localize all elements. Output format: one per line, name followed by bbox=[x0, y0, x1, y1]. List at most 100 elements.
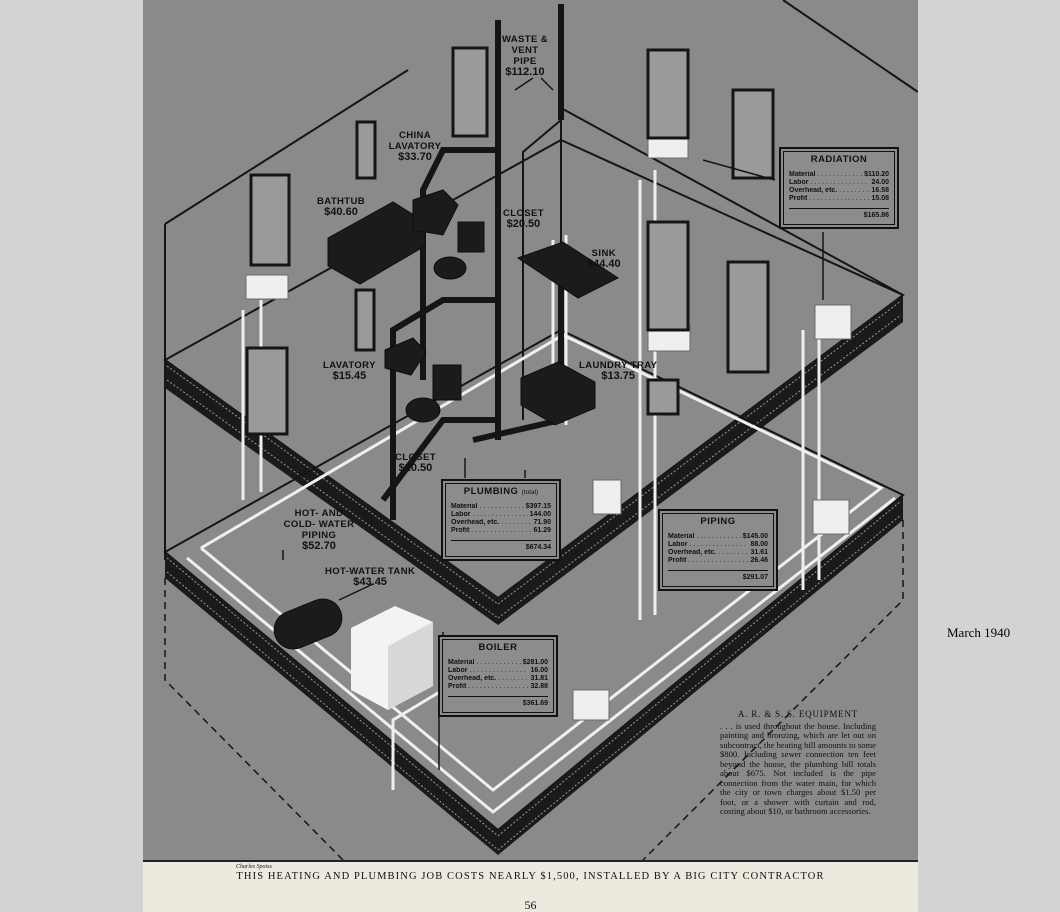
label-price: $20.50 bbox=[398, 462, 433, 474]
box-title: PLUMBING (total) bbox=[451, 486, 551, 497]
cost-item: Profit bbox=[448, 683, 528, 691]
label-closet-upper: CLOSET $20.50 bbox=[503, 208, 544, 230]
cost-value: $397.15 bbox=[525, 503, 551, 510]
hot-water-tank bbox=[273, 598, 343, 650]
label-sink: SINK $44.40 bbox=[587, 248, 621, 270]
label-price: $112.10 bbox=[505, 66, 545, 78]
label-price: $13.75 bbox=[601, 370, 635, 382]
cost-item: Material bbox=[448, 659, 521, 667]
cost-row: Material$145.00 bbox=[668, 533, 768, 541]
cost-value: $110.20 bbox=[864, 171, 889, 178]
box-title: PIPING bbox=[700, 516, 736, 527]
cost-value: 61.29 bbox=[533, 527, 551, 534]
box-total: $291.07 bbox=[668, 570, 768, 581]
cost-value: 26.46 bbox=[750, 557, 768, 564]
cost-value: 24.00 bbox=[871, 179, 889, 186]
cost-item: Overhead, etc. bbox=[789, 187, 869, 195]
china-lavatory bbox=[412, 189, 459, 236]
cost-value: 88.00 bbox=[750, 541, 768, 548]
box-title: BOILER bbox=[478, 642, 518, 653]
cost-value: 16.58 bbox=[871, 187, 889, 194]
laundry-tray bbox=[520, 361, 596, 426]
equipment-notes: A. R. & S. S. EQUIPMENT . . . is used th… bbox=[720, 709, 876, 817]
cost-value: 31.61 bbox=[750, 549, 768, 556]
cost-item: Profit bbox=[668, 557, 748, 565]
radiation-cost-box: RADIATION Material$110.20Labor24.00Overh… bbox=[779, 147, 899, 229]
closet-tank-upper bbox=[457, 221, 485, 253]
label-bathtub: BATHTUB $40.60 bbox=[317, 196, 365, 218]
cost-row: Labor88.00 bbox=[668, 541, 768, 549]
lavatory bbox=[384, 337, 427, 376]
cost-item: Labor bbox=[668, 541, 748, 549]
cost-row: Overhead, etc.31.61 bbox=[668, 549, 768, 557]
cost-item: Material bbox=[668, 533, 741, 541]
label-name: LAUNDRY TRAY bbox=[579, 360, 658, 371]
cost-value: 31.81 bbox=[530, 675, 548, 682]
piping-cost-box: PIPING Material$145.00Labor88.00Overhead… bbox=[658, 509, 778, 591]
cost-value: 32.88 bbox=[530, 683, 548, 690]
label-price: $43.45 bbox=[353, 576, 387, 588]
notes-body: . . . is used throughout the house. Incl… bbox=[720, 720, 876, 816]
closet-tank-lower bbox=[432, 364, 462, 401]
box-title-text: PLUMBING bbox=[463, 486, 519, 497]
cost-row: Material$397.15 bbox=[451, 503, 551, 511]
label-name: CLOSET bbox=[503, 208, 544, 219]
label-name: WASTE & VENT PIPE bbox=[501, 34, 549, 67]
label-water-piping: HOT- AND COLD- WATER PIPING $52.70 bbox=[281, 508, 357, 552]
plumbing-fixtures bbox=[273, 189, 620, 650]
cost-item: Material bbox=[789, 171, 862, 179]
cost-value: 15.08 bbox=[871, 195, 889, 202]
label-lavatory: LAVATORY $15.45 bbox=[323, 360, 376, 382]
box-total: $674.34 bbox=[451, 540, 551, 551]
cost-value: 144.00 bbox=[529, 511, 551, 518]
cost-row: Overhead, etc.16.58 bbox=[789, 187, 889, 195]
cost-row: Overhead, etc.71.90 bbox=[451, 519, 551, 527]
page-number: 56 bbox=[524, 898, 537, 912]
box-total: $361.69 bbox=[448, 696, 548, 707]
waste-vent-stack bbox=[380, 4, 564, 520]
cost-value: 16.00 bbox=[530, 667, 548, 674]
cost-row: Labor16.00 bbox=[448, 667, 548, 675]
label-name: CHINA LAVATORY bbox=[388, 130, 442, 152]
label-price: $52.70 bbox=[302, 540, 336, 552]
artist-credit: Charles Spoiss bbox=[236, 864, 272, 870]
cost-value: $281.00 bbox=[522, 659, 548, 666]
label-price: $33.70 bbox=[398, 151, 432, 163]
label-price: $44.40 bbox=[587, 258, 621, 270]
cost-item: Overhead, etc. bbox=[668, 549, 748, 557]
boiler bbox=[351, 606, 433, 710]
caption-rule bbox=[143, 860, 918, 862]
label-china-lavatory: CHINA LAVATORY $33.70 bbox=[387, 130, 443, 163]
cost-row: Overhead, etc.31.81 bbox=[448, 675, 548, 683]
cost-item: Profit bbox=[789, 195, 869, 203]
label-price: $15.45 bbox=[332, 370, 367, 382]
cost-item: Labor bbox=[789, 179, 869, 187]
label-hot-water-tank: HOT-WATER TANK $43.45 bbox=[325, 566, 415, 588]
notes-heading: A. R. & S. S. EQUIPMENT bbox=[737, 709, 859, 719]
label-price: $40.60 bbox=[324, 206, 358, 218]
closet-bowl-lower bbox=[405, 397, 441, 423]
cost-item: Profit bbox=[451, 527, 531, 535]
bathtub bbox=[327, 201, 426, 285]
label-waste-vent-pipe: WASTE & VENT PIPE $112.10 bbox=[499, 34, 551, 78]
box-subtitle: (total) bbox=[521, 489, 539, 496]
label-laundry-tray: LAUNDRY TRAY $13.75 bbox=[579, 360, 657, 382]
windows bbox=[245, 46, 775, 436]
cost-row: Profit15.08 bbox=[789, 195, 889, 203]
label-name: HOT-WATER TANK bbox=[325, 566, 416, 577]
cost-item: Overhead, etc. bbox=[451, 519, 531, 527]
box-total: $165.86 bbox=[789, 208, 889, 219]
cost-value: $145.00 bbox=[742, 533, 768, 540]
label-name: CLOSET bbox=[395, 452, 436, 463]
cost-item: Labor bbox=[448, 667, 528, 675]
cost-row: Labor144.00 bbox=[451, 511, 551, 519]
basement-outline bbox=[164, 520, 904, 860]
cost-row: Material$281.00 bbox=[448, 659, 548, 667]
figure-caption: THIS HEATING AND PLUMBING JOB COSTS NEAR… bbox=[236, 871, 825, 882]
cost-value: 71.90 bbox=[533, 519, 551, 526]
label-name: HOT- AND COLD- WATER PIPING bbox=[283, 508, 355, 541]
cost-row: Profit61.29 bbox=[451, 527, 551, 535]
